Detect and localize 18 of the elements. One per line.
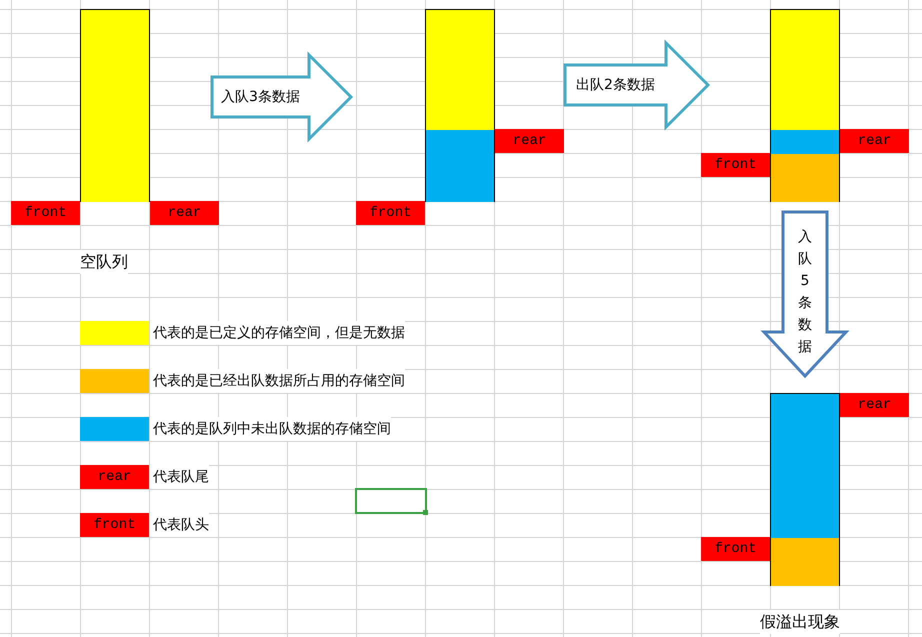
legend-text: 代表的是已定义的存储空间，但是无数据 [150, 321, 405, 345]
pointer-tag: front [356, 201, 425, 225]
queue-column [425, 9, 495, 202]
caption: 空队列 [80, 250, 128, 274]
pointer-tag: rear [840, 393, 909, 417]
pointer-tag: rear [495, 129, 564, 153]
node-label: 假溢出现象 [760, 610, 840, 634]
queue-column [770, 393, 840, 586]
pointer-tag: front [11, 201, 80, 225]
legend-text: 代表的是已经出队数据所占用的存储空间 [150, 369, 405, 393]
pointer-tag: front [701, 153, 770, 177]
legend-text: 代表的是队列中未出队数据的存储空间 [150, 417, 391, 441]
pointer-tag: rear [150, 201, 219, 225]
swatch-label: rear [98, 469, 132, 485]
pointer-tag: front [701, 537, 770, 561]
swatch-label: front [93, 517, 136, 533]
pointer-tag: rear [840, 129, 909, 153]
queue-column [770, 9, 840, 202]
